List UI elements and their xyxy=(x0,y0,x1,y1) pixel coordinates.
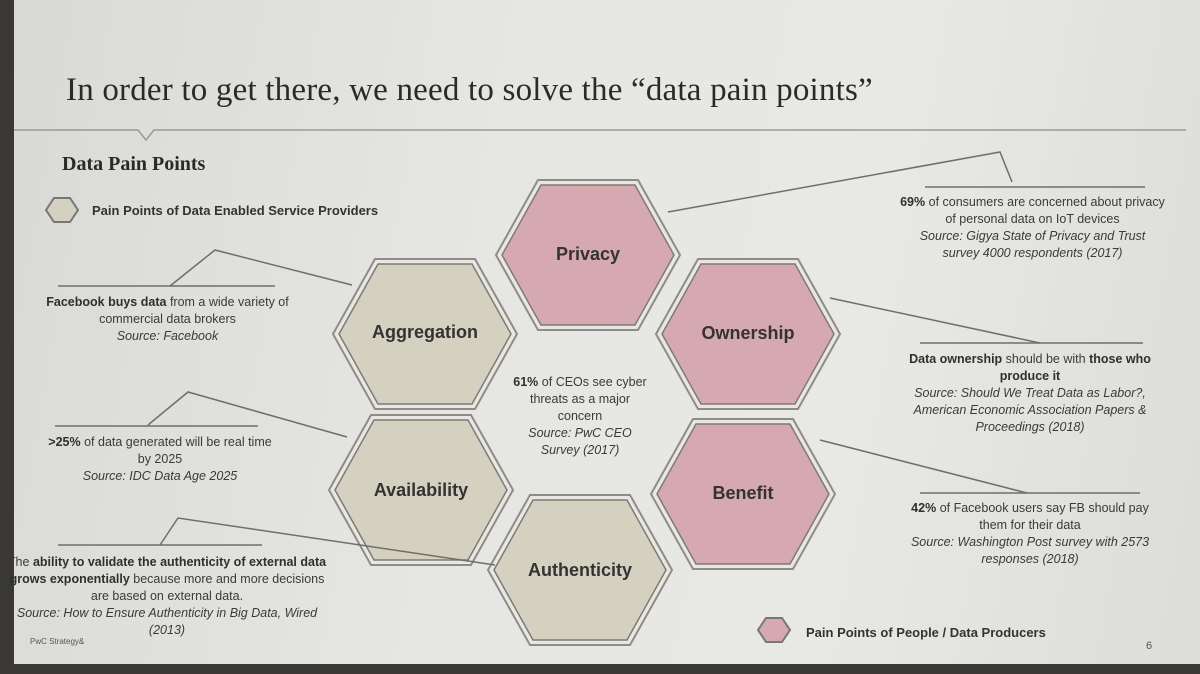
leader-benefit xyxy=(819,439,1028,494)
page-number: 6 xyxy=(1146,640,1153,652)
callout-source: Source: How to Ensure Authenticity in Bi… xyxy=(16,606,318,637)
legend-people: Pain Points of People / Data Producers xyxy=(806,625,1046,640)
callout-text: of consumers are concerned about privacy… xyxy=(928,195,1165,226)
callout-privacy: 69% of consumers are concerned about pri… xyxy=(900,194,1165,262)
callout-text: of Facebook users say FB should pay them… xyxy=(939,501,1149,532)
hex-label-aggregation: Aggregation xyxy=(372,322,478,342)
leader-ownership xyxy=(829,297,1041,344)
callout-source: Source: Should We Treat Data as Labor?, … xyxy=(913,386,1147,434)
callout-source: Source: Washington Post survey with 2573… xyxy=(910,535,1150,566)
callout-text: because more and more decisions are base… xyxy=(90,572,325,603)
callout-source: Source: Gigya State of Privacy and Trust… xyxy=(919,229,1146,260)
hex-label-authenticity: Authenticity xyxy=(527,560,632,580)
callout-bold: ability to validate the authenticity of … xyxy=(9,555,327,586)
callout-benefit: 42% of Facebook users say FB should pay … xyxy=(905,500,1155,568)
callout-source: Source: Facebook xyxy=(116,329,219,343)
callout-source: Source: IDC Data Age 2025 xyxy=(82,469,238,483)
center-stat: 61% of CEOs see cyber threats as a major… xyxy=(510,374,650,459)
callout-bold: Data ownership xyxy=(909,352,1003,366)
callout-bold: >25% xyxy=(48,435,81,449)
hex-label-availability: Availability xyxy=(373,480,469,500)
leader-availability xyxy=(147,391,348,438)
callout-availability: >25% of data generated will be real time… xyxy=(40,434,280,485)
callout-text: The xyxy=(7,555,30,569)
callout-bold: 69% xyxy=(900,195,926,209)
callout-text: of data generated will be real time by 2… xyxy=(84,435,272,466)
footer-logo-text: PwC Strategy& xyxy=(30,637,85,646)
hexagon-aggregation xyxy=(338,263,512,405)
callout-text: should be with xyxy=(1005,352,1086,366)
callout-bold: Facebook buys data xyxy=(46,295,167,309)
legend-people-hex-icon xyxy=(756,617,792,643)
hex-label-privacy: Privacy xyxy=(555,244,621,264)
center-stat-bold: 61% xyxy=(513,375,539,389)
leader-authenticity xyxy=(159,517,496,566)
legend-service-providers: Pain Points of Data Enabled Service Prov… xyxy=(92,203,379,218)
callout-bold: those who produce it xyxy=(999,352,1151,383)
title-divider xyxy=(14,129,1186,142)
callout-text: from a wide variety of commercial data b… xyxy=(99,295,289,326)
callout-aggregation: Facebook buys data from a wide variety o… xyxy=(45,294,290,345)
hexagon-benefit xyxy=(656,423,830,565)
hexagon-authenticity xyxy=(493,499,667,641)
callout-bold: 42% xyxy=(911,501,937,515)
center-stat-source: Source: PwC CEO Survey (2017) xyxy=(528,426,632,457)
hexagon-availability xyxy=(334,419,508,561)
legend-service-hex-icon xyxy=(44,197,80,223)
hex-label-ownership: Ownership xyxy=(701,323,795,343)
slide-title: In order to get there, we need to solve … xyxy=(66,72,873,108)
section-heading: Data Pain Points xyxy=(62,153,206,175)
center-stat-text: of CEOs see cyber threats as a major con… xyxy=(529,375,647,423)
hex-label-benefit: Benefit xyxy=(712,483,774,503)
leader-aggregation xyxy=(169,249,353,287)
callout-ownership: Data ownership should be with those who … xyxy=(905,351,1155,436)
hexagon-privacy xyxy=(501,184,675,326)
hexagon-ownership xyxy=(661,263,835,405)
callout-authenticity: The ability to validate the authenticity… xyxy=(2,554,332,639)
leader-privacy xyxy=(667,151,1013,213)
